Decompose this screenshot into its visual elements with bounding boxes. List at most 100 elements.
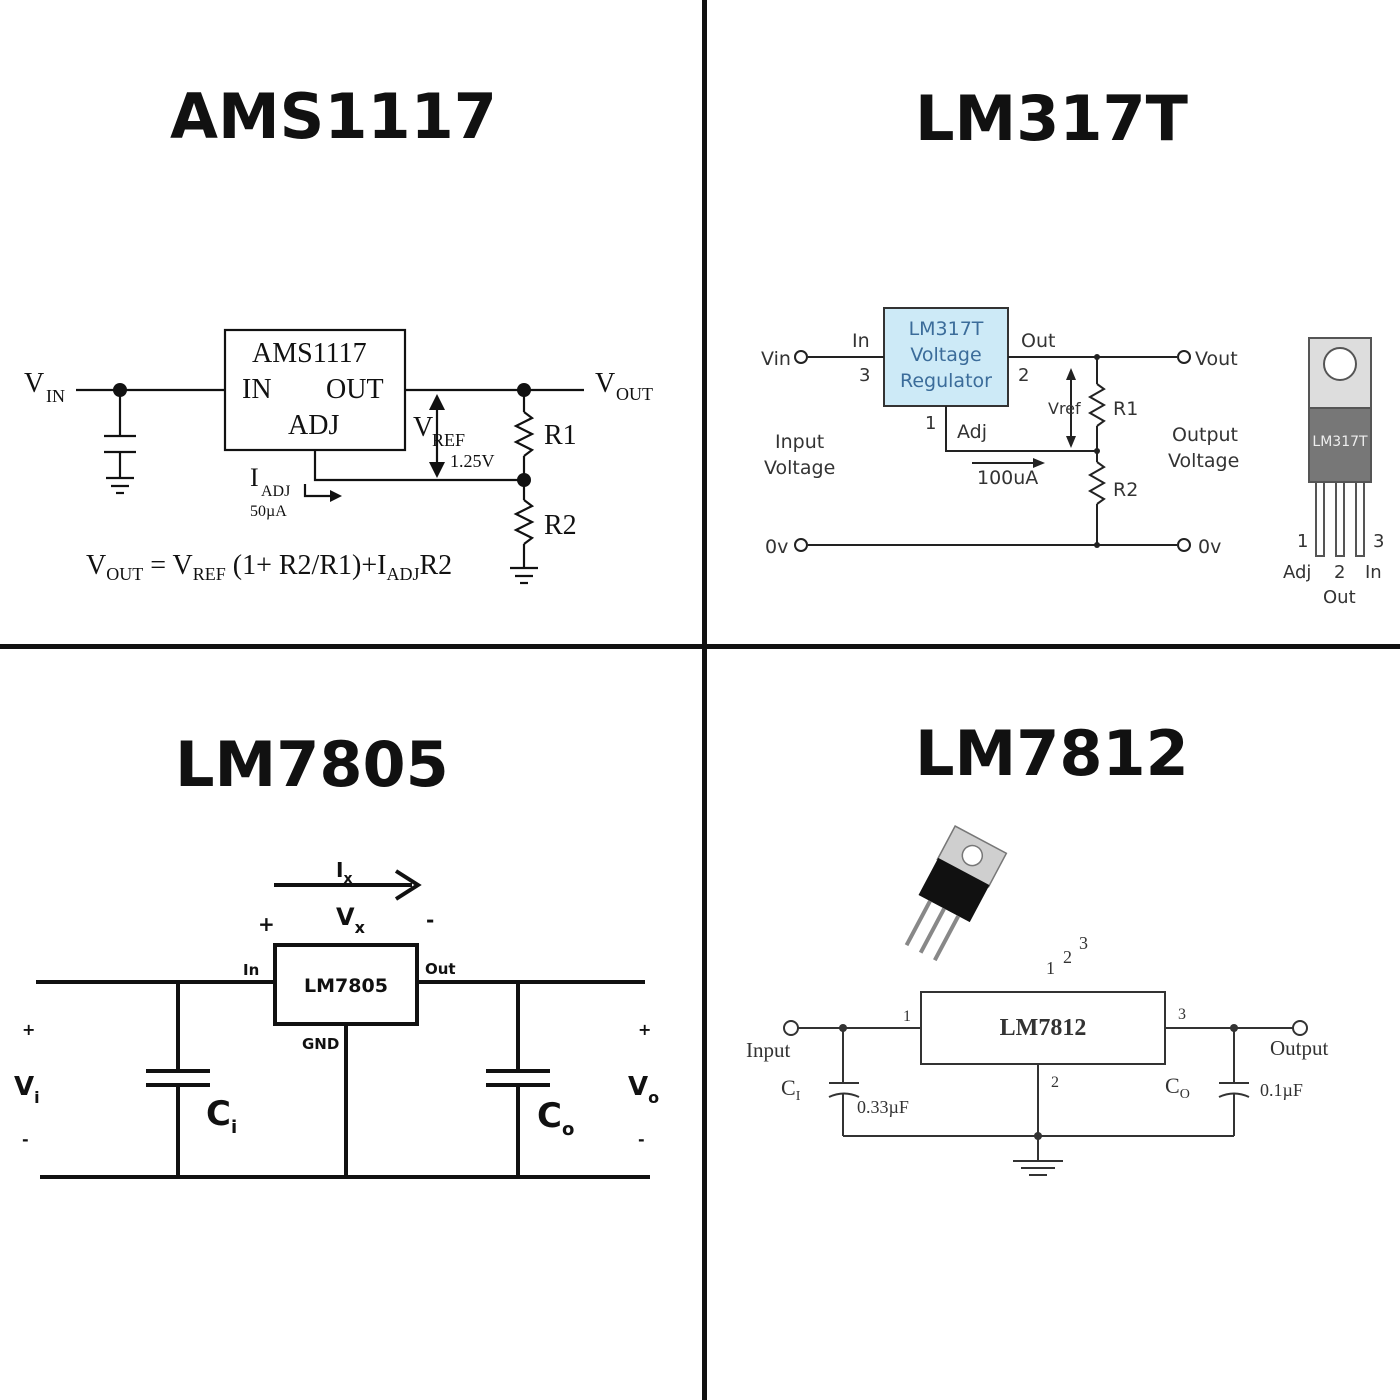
- package-body: [1308, 407, 1372, 483]
- r1-resistor: [1087, 383, 1107, 427]
- lm7812-package: [904, 825, 1008, 962]
- ams1117-chip-label: AMS1117: [252, 338, 367, 369]
- package-label: LM317T: [1312, 434, 1368, 450]
- vout-label: Vout: [1195, 348, 1238, 370]
- package-pin3: 3: [1373, 531, 1384, 552]
- iadj-arrowhead: [330, 490, 342, 502]
- lm317t-chip-line3: Regulator: [900, 370, 992, 392]
- ix-arrowhead: [394, 869, 422, 901]
- r2-label: R2: [544, 510, 577, 541]
- ams1117-pin-adj: ADJ: [288, 410, 339, 441]
- gnd-label: GND: [302, 1035, 339, 1053]
- lm7812-panel: LM7812: [707, 649, 1400, 1400]
- junction-vin: [113, 383, 127, 397]
- package-mounting-hole: [1323, 347, 1357, 381]
- vref-arrowhead-down: [429, 462, 445, 478]
- vref-value: 1.25V: [450, 451, 495, 471]
- iadj-label: I: [250, 463, 259, 492]
- ams1117-pin-in: IN: [242, 374, 272, 405]
- pin2-label: 2: [1051, 1074, 1059, 1091]
- iadj-sub: ADJ: [261, 483, 290, 500]
- current-label: 100uA: [977, 467, 1038, 489]
- vo-label: Vo: [628, 1072, 659, 1107]
- junction-vout: [517, 383, 531, 397]
- r2-resistor: [1087, 461, 1107, 505]
- lm317t-chip-box: [883, 307, 1009, 407]
- vertical-divider: [702, 0, 707, 1400]
- pin2-label: 2: [1018, 365, 1029, 386]
- in-label: In: [852, 330, 870, 352]
- lm317t-chip-line2: Voltage: [910, 344, 981, 366]
- lm317t-title: LM317T: [915, 82, 1188, 155]
- vref-arrowhead-up: [429, 394, 445, 410]
- ix-label: Ix: [336, 858, 352, 887]
- vin-label: V: [24, 368, 44, 399]
- vin-sub: IN: [46, 386, 65, 406]
- out-label: Out: [1021, 330, 1055, 352]
- lm7812-chip-label: LM7812: [1000, 1015, 1087, 1041]
- ams1117-schematic: AMS1117 IN OUT ADJ V IN V OUT V REF 1.25…: [24, 328, 653, 585]
- zero-right-terminal: [1177, 538, 1191, 552]
- co-label: Co: [537, 1096, 574, 1140]
- pin3-label: 3: [1178, 1006, 1186, 1023]
- package-out: Out: [1323, 587, 1356, 608]
- co-label: CO: [1165, 1073, 1190, 1102]
- package-leg-3: [1355, 481, 1365, 557]
- vo-plus: +: [638, 1020, 651, 1039]
- ams1117-pin-out: OUT: [326, 374, 384, 405]
- package-in: In: [1365, 562, 1382, 583]
- package-pin2: 2: [1334, 562, 1345, 583]
- vin-label: Vin: [761, 348, 791, 370]
- lm7812-schematic: LM7812 1 2 3 Input Output CI 0.33µF CO 0…: [746, 825, 1329, 1176]
- zero-left-terminal: [794, 538, 808, 552]
- package-leg-2: [1335, 481, 1345, 557]
- package-pin2: 2: [1063, 947, 1072, 967]
- ci-label: CI: [781, 1075, 801, 1104]
- vref-label: Vref: [1048, 399, 1081, 418]
- current-arrowhead: [1033, 458, 1045, 468]
- package-pin3: 3: [1079, 933, 1088, 953]
- ams1117-title: AMS1117: [170, 80, 497, 153]
- r2-label: R2: [1113, 479, 1138, 501]
- input-terminal: [783, 1020, 799, 1036]
- ci-value: 0.33µF: [857, 1097, 909, 1117]
- package-pin1: 1: [1046, 958, 1055, 978]
- lm317t-chip-line1: LM317T: [909, 318, 984, 340]
- adj-wire: [313, 450, 524, 482]
- package-leg-1: [904, 900, 932, 947]
- vi-plus: +: [22, 1020, 35, 1039]
- input-voltage-line2: Voltage: [764, 457, 835, 479]
- input-label: Input: [746, 1038, 790, 1062]
- junction-adj: [517, 473, 531, 487]
- vo-minus: -: [638, 1130, 645, 1149]
- lm7805-panel: LM7805 LM7805 Ix Vx + - In Out: [0, 649, 702, 1400]
- vref-label: V: [413, 412, 433, 443]
- vout-label: V: [595, 368, 615, 399]
- output-voltage-line1: Output: [1172, 424, 1238, 446]
- vi-label: Vi: [14, 1072, 40, 1107]
- in-label: In: [243, 961, 259, 979]
- iadj-arrow: [303, 484, 334, 498]
- pin1-label: 1: [925, 413, 936, 434]
- vin-terminal: [794, 350, 808, 364]
- package-pin1: 1: [1297, 531, 1308, 552]
- output-label: Output: [1270, 1036, 1329, 1060]
- zero-right-label: 0v: [1198, 536, 1221, 558]
- vout-sub: OUT: [616, 384, 653, 404]
- vi-minus: -: [22, 1130, 29, 1149]
- lm7805-chip-label: LM7805: [304, 975, 388, 997]
- package-mounting-hole: [961, 844, 984, 867]
- r1-resistor: [513, 411, 535, 457]
- adj-label: Adj: [957, 421, 987, 443]
- vref-arrowhead-down: [1066, 436, 1076, 448]
- iadj-value: 50µA: [250, 503, 287, 520]
- r1-label: R1: [1113, 398, 1138, 420]
- pin3-label: 3: [859, 365, 870, 386]
- adj-wire: [945, 406, 1097, 452]
- r2-resistor: [513, 499, 535, 545]
- vx-label: Vx: [336, 903, 366, 937]
- lm317t-package: [1308, 337, 1372, 557]
- co-value: 0.1µF: [1260, 1080, 1303, 1100]
- lm317t-schematic: LM317T Voltage Regulator Vin Vout In Out…: [761, 307, 1384, 608]
- pin1-label: 1: [903, 1008, 911, 1025]
